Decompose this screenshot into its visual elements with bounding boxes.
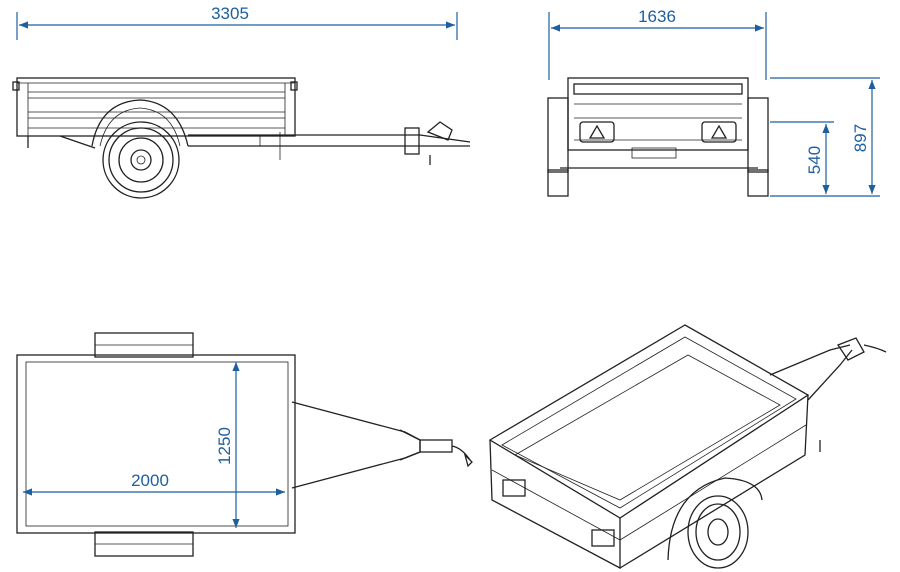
rear-tail-light-left	[579, 121, 615, 143]
side-wheel	[102, 121, 180, 199]
iso-tail-light-right	[591, 529, 615, 547]
top-view: 2000 1250	[16, 332, 473, 557]
side-hitch	[426, 121, 453, 141]
dimension-frame-height: 540	[770, 121, 834, 197]
rear-tire-right	[747, 169, 769, 197]
dimension-overall-height: 897	[770, 77, 880, 197]
top-drawbar-lower	[291, 451, 421, 489]
top-drawbar-upper	[291, 401, 421, 441]
overall-length-label: 3305	[211, 4, 249, 23]
isometric-view	[488, 324, 887, 570]
side-view: 3305	[12, 4, 471, 199]
dimension-box-width: 1250	[215, 362, 240, 528]
frame-height-label: 540	[805, 146, 824, 174]
top-hitch	[419, 439, 453, 453]
rear-tire-left	[547, 169, 569, 197]
box-length-label: 2000	[131, 471, 169, 490]
iso-drawbar	[769, 344, 851, 376]
side-fender	[91, 99, 189, 147]
box-width-label: 1250	[215, 427, 234, 465]
iso-fender	[667, 477, 763, 561]
rear-view: 1636 540	[547, 7, 880, 197]
overall-height-label: 897	[851, 124, 870, 152]
top-cargo-bed	[16, 354, 296, 534]
rear-tail-light-right	[701, 121, 737, 143]
overall-width-label: 1636	[638, 7, 676, 26]
dimension-overall-width: 1636	[548, 7, 767, 80]
side-drawbar	[188, 134, 471, 143]
iso-tail-light-left	[502, 479, 526, 497]
side-cargo-box	[12, 77, 298, 137]
iso-wheel	[687, 495, 749, 569]
dimension-box-length: 2000	[23, 471, 285, 496]
dimension-overall-length: 3305	[16, 4, 458, 40]
